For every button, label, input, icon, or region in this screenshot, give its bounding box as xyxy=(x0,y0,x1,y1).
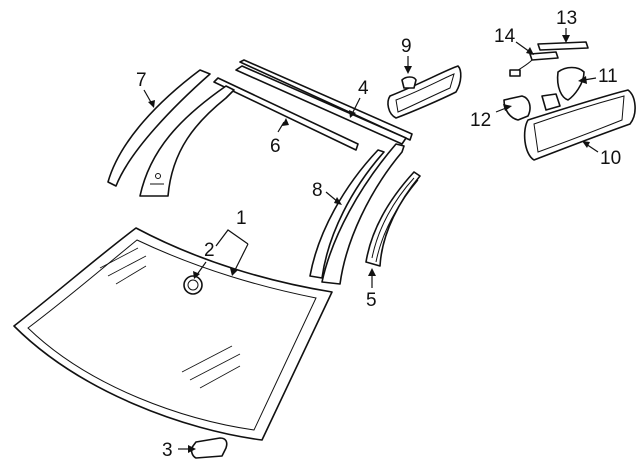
windshield-glass xyxy=(13,227,333,441)
callout-8: 8 xyxy=(312,180,323,201)
wire-harness xyxy=(509,51,559,77)
rearview-mirror xyxy=(387,65,462,119)
rain-sensor xyxy=(183,275,203,295)
glass-reflection-marks xyxy=(99,247,241,389)
mounting-pad xyxy=(190,437,228,459)
auto-dimming-mirror xyxy=(523,89,636,161)
pillar-garnish-right xyxy=(365,171,421,267)
leader-lines xyxy=(143,28,599,453)
mirror-mount xyxy=(503,93,561,121)
callout-labels: 1 2 3 4 5 6 7 8 9 10 11 12 13 14 xyxy=(136,8,621,461)
callout-4: 4 xyxy=(358,78,369,99)
callout-13: 13 xyxy=(556,8,577,29)
roof-header-molding xyxy=(235,59,413,145)
mirror-cover xyxy=(556,66,585,101)
callout-7: 7 xyxy=(136,70,147,91)
callout-14: 14 xyxy=(494,26,516,47)
wire-harness-cover xyxy=(537,41,589,51)
callout-3: 3 xyxy=(162,440,173,461)
callout-2: 2 xyxy=(204,240,215,261)
callout-6: 6 xyxy=(270,136,281,157)
a-pillar-molding-right xyxy=(309,143,405,285)
callout-5: 5 xyxy=(366,290,377,311)
callout-9: 9 xyxy=(401,36,412,57)
a-pillar-trim-left xyxy=(107,69,235,197)
callout-10: 10 xyxy=(600,148,621,169)
callout-1: 1 xyxy=(236,208,247,229)
callout-11: 11 xyxy=(598,66,618,87)
callout-12: 12 xyxy=(470,110,491,131)
upper-reveal-molding xyxy=(213,77,359,151)
